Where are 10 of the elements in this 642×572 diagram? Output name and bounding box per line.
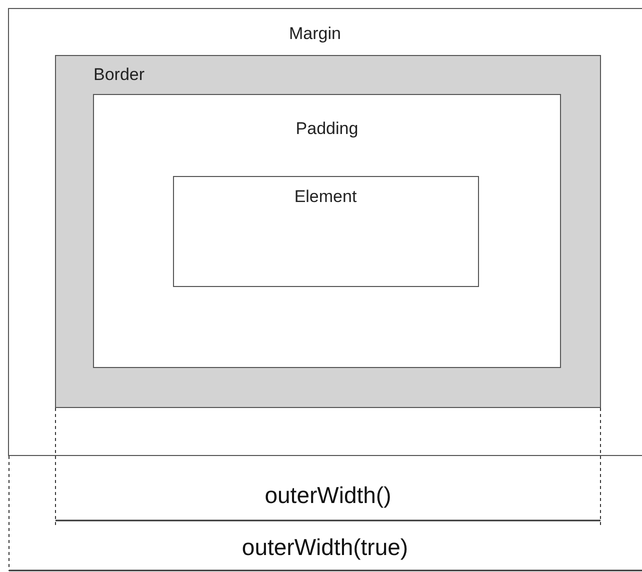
box-label: Element (293, 186, 358, 206)
box (54, 54, 600, 408)
dimension-label: outerWidth() (264, 482, 392, 509)
box-label: Padding (294, 119, 360, 139)
box-label: Margin (289, 24, 341, 44)
box (8, 8, 642, 456)
dimension-label: outerWidth(true) (240, 534, 410, 561)
box (172, 176, 478, 286)
box-label: Border (94, 64, 145, 84)
box (93, 94, 561, 368)
